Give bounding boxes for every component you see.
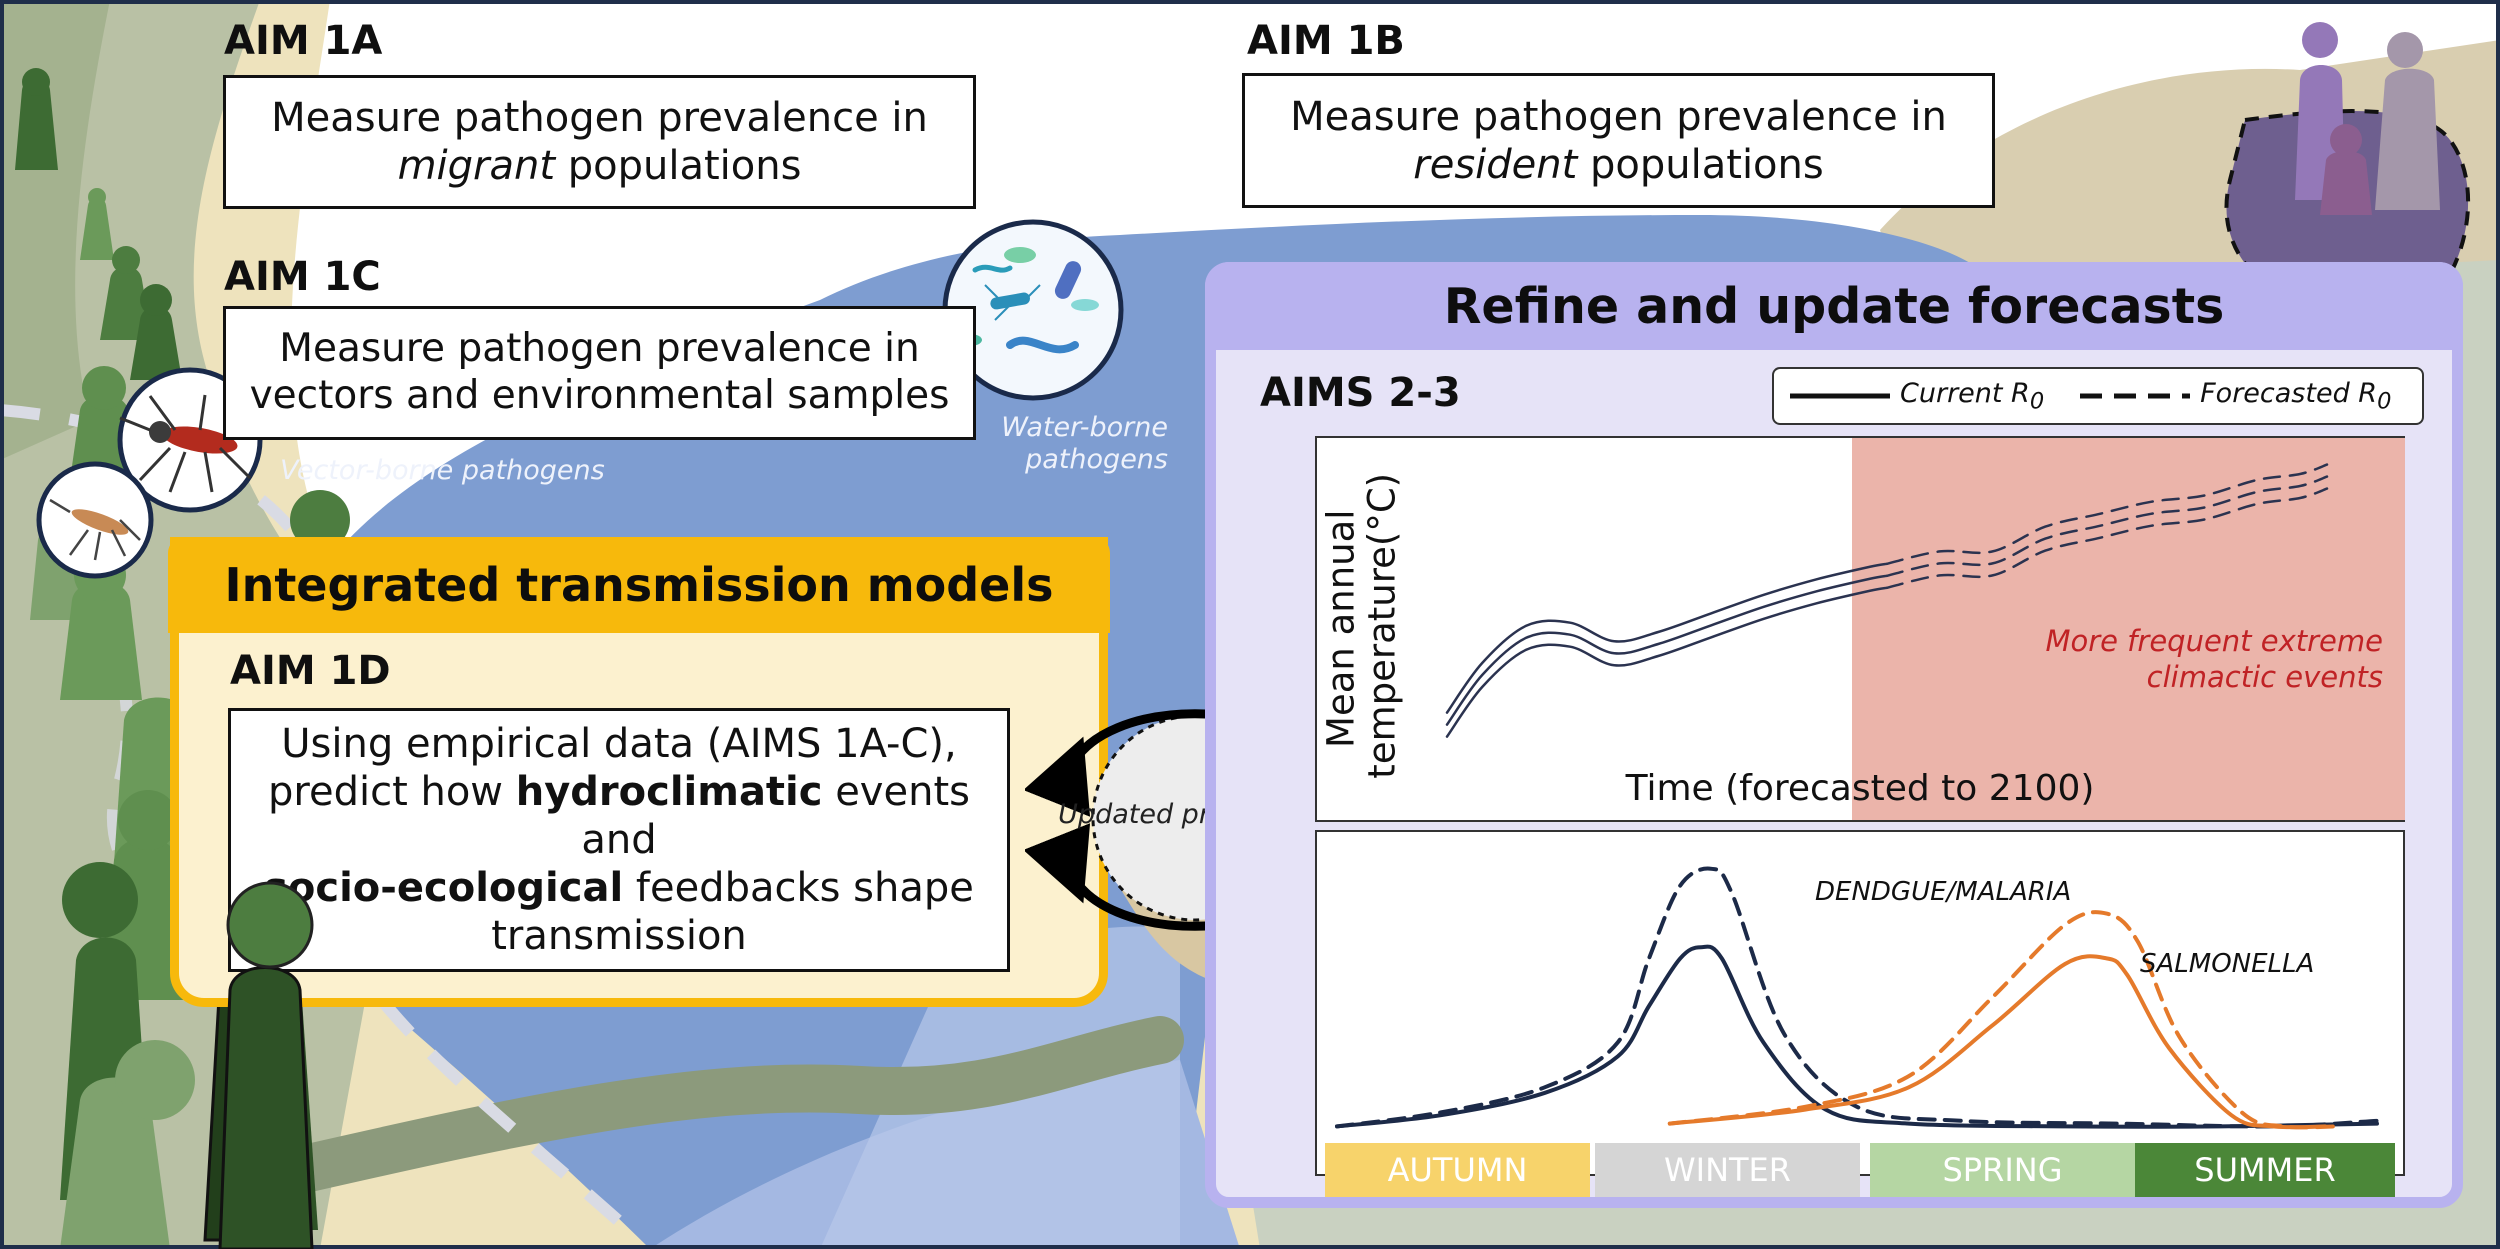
legend-dashed-line-icon (2080, 393, 2191, 399)
aim-1d-line2: predict how hydroclimatic events and (231, 768, 1007, 864)
forecast-region (1852, 438, 2405, 820)
aim-1b-line1: Measure pathogen prevalence in (1290, 93, 1947, 140)
aim-1c-line2: vectors and environmental samples (249, 373, 950, 418)
aim-1b-box: Measure pathogen prevalence in resident … (1242, 73, 1995, 208)
legend-solid-line-icon (1790, 393, 1890, 399)
aim-1b-italic: resident (1413, 141, 1578, 188)
legend-forecasted-sub: 0 (2377, 388, 2392, 415)
mosquito-small-icon (36, 461, 154, 579)
seasonal-chart: DENDGUE/MALARIA SALMONELLA AUTUMN WINTER… (1315, 830, 2405, 1197)
aim-1b-heading: AIM 1B (1247, 18, 1405, 64)
legend-forecasted-text: Forecasted R (2200, 377, 2378, 409)
temperature-series-1-line-0 (1885, 463, 2329, 566)
season-summer: SUMMER (2135, 1143, 2395, 1197)
aim-1d-line3-post: feedbacks shape (623, 865, 974, 911)
seasonal-plot-area (1335, 866, 2379, 1130)
temperature-series-0-line-1 (1445, 574, 1889, 726)
seasonal-series-2-line (1667, 954, 2327, 1130)
aim-1a-italic: migrant (397, 143, 556, 189)
aims-2-3-heading: AIMS 2-3 (1260, 370, 1461, 416)
aim-1d-line2-pre: predict how (268, 769, 516, 815)
aim-1c-line1: Measure pathogen prevalence in (279, 326, 920, 372)
aim-1c-heading: AIM 1C (224, 254, 381, 300)
bacteria-icon (942, 219, 1124, 401)
temperature-series-1-line-1 (1885, 475, 2329, 578)
seasonal-series-1-line (1335, 866, 2379, 1129)
season-bar: AUTUMN WINTER SPRING SUMMER (1325, 1143, 2395, 1197)
aim-1a-heading: AIM 1A (224, 18, 383, 64)
aim-1b-line2: resident populations (1413, 141, 1823, 189)
forecast-panel-title: Refine and update forecasts (1443, 277, 2225, 335)
temperature-series-0-line-0 (1445, 562, 1889, 714)
water-borne-line1: Water-borne (1001, 412, 1168, 443)
temperature-ylabel: Mean annual temperature(°C) (1307, 472, 1417, 779)
aim-1b-rest: populations (1577, 141, 1824, 188)
aim-1a-box: Measure pathogen prevalence in migrant p… (223, 75, 976, 209)
temperature-plot-area (1445, 463, 2329, 738)
aim-1d-line4: transmission (491, 913, 747, 959)
aim-1d-line1: Using empirical data (AIMS 1A-C), (281, 721, 957, 767)
annotation-line1: More frequent extreme (2045, 624, 2383, 658)
temperature-ylabel-rotated: Mean annual temperature(°C) (1319, 472, 1403, 779)
legend-forecasted-label: Forecasted R0 (2200, 378, 2391, 414)
aim-1d-heading: AIM 1D (230, 648, 391, 694)
forecast-panel-header: Refine and update forecasts (1205, 262, 2463, 350)
water-borne-line2: pathogens (1025, 444, 1168, 476)
extreme-events-annotation: More frequent extreme climactic events (1957, 623, 2383, 696)
foreground-person-icon (218, 881, 314, 1249)
ylabel-line1: Mean annual (1319, 509, 1363, 748)
aim-1a-line2: migrant populations (398, 142, 802, 190)
seasonal-series-3-line (1667, 910, 2338, 1130)
water-borne-label: Water-borne pathogens (960, 412, 1168, 477)
vector-borne-label: Vector-borne pathogens (280, 455, 605, 486)
models-panel-title: Integrated transmission models (224, 558, 1054, 612)
dengue-malaria-label: DENDGUE/MALARIA (1815, 877, 2072, 907)
salmonella-label: SALMONELLA (2140, 949, 2315, 979)
legend-current-sub: 0 (2029, 388, 2045, 415)
aim-1c-box: Measure pathogen prevalence in vectors a… (223, 306, 976, 440)
temperature-series-0-line-2 (1445, 586, 1889, 738)
aim-1a-rest: populations (555, 143, 802, 189)
aim-1d-line2-post: events and (581, 769, 970, 863)
temperature-chart: Mean annual temperature(°C) Time (foreca… (1315, 436, 2405, 822)
temperature-xlabel: Time (forecasted to 2100) (1625, 768, 2095, 809)
legend-current-text: Current R (1900, 377, 2030, 409)
legend-current-label: Current R0 (1900, 378, 2044, 414)
ylabel-line2: temperature(°C) (1360, 472, 1403, 779)
seasonal-series-0-line (1335, 944, 2379, 1129)
annotation-line2: climactic events (2146, 660, 2383, 695)
aim-1a-line1: Measure pathogen prevalence in (271, 95, 928, 141)
season-spring: SPRING (1870, 1143, 2135, 1197)
aim-1d-box: Using empirical data (AIMS 1A-C), predic… (228, 708, 1010, 972)
season-winter: WINTER (1595, 1143, 1860, 1197)
aim-1d-hydroclimatic: hydroclimatic (515, 769, 823, 815)
aim-1d-line3: socio-ecological feedbacks shape (264, 864, 974, 912)
models-panel-header: Integrated transmission models (168, 537, 1110, 633)
season-autumn: AUTUMN (1325, 1143, 1590, 1197)
chart-legend: Current R0 Forecasted R0 (1772, 367, 2424, 425)
aim-1d-socio-ecological: socio-ecological (264, 865, 624, 911)
temperature-series-1-line-2 (1885, 487, 2329, 590)
